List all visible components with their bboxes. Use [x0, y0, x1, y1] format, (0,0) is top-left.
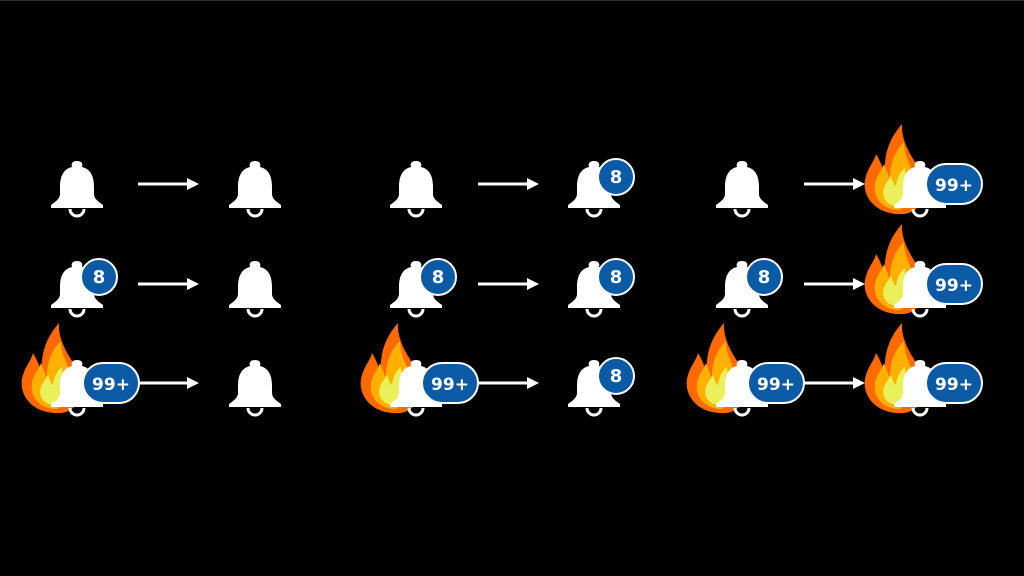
bell-icon: [229, 360, 281, 417]
to-bell: 99+: [864, 124, 983, 218]
panel-1: 8 99+: [21, 161, 281, 417]
right-arrow-icon: [478, 178, 539, 190]
to-bell: 8: [568, 357, 635, 417]
to-bell: 8: [568, 158, 635, 218]
transition-row: 8: [390, 158, 635, 218]
badge-count-label: 99+: [935, 276, 973, 296]
to-bell: [229, 261, 281, 318]
count-badge: 99+: [421, 362, 479, 404]
transition-row: 99+ 8: [360, 323, 635, 417]
badge-count-label: 8: [610, 167, 623, 188]
bell-icon: [894, 261, 946, 318]
badge-count-label: 8: [432, 267, 445, 288]
right-arrow-icon: [138, 178, 199, 190]
bell-icon: [894, 360, 946, 417]
count-badge: 8: [80, 258, 118, 296]
badge-background: [80, 258, 118, 296]
right-arrow-icon: [804, 278, 865, 290]
count-badge: 99+: [925, 163, 983, 205]
from-bell: [51, 161, 103, 218]
badge-count-label: 8: [758, 267, 771, 288]
badge-count-label: 8: [610, 267, 623, 288]
bell-icon: [568, 161, 620, 218]
count-badge: 99+: [925, 362, 983, 404]
badge-background: [925, 263, 983, 305]
count-badge: 8: [745, 258, 783, 296]
transition-row: 99+: [716, 124, 983, 218]
bell-icon: [716, 261, 768, 318]
from-bell: 8: [716, 258, 783, 318]
right-arrow-icon: [138, 278, 199, 290]
to-bell: [229, 161, 281, 218]
bell-icon: [390, 261, 442, 318]
badge-count-label: 99+: [92, 375, 130, 395]
count-badge: 8: [597, 357, 635, 395]
bell-icon: [51, 360, 103, 417]
right-arrow-icon: [804, 178, 865, 190]
transition-row: 8: [51, 258, 281, 318]
to-bell: 8: [568, 258, 635, 318]
badge-count-label: 8: [610, 366, 623, 387]
badge-count-label: 99+: [757, 375, 795, 395]
to-bell: [229, 360, 281, 417]
badge-count-label: 99+: [431, 375, 469, 395]
transition-row: 99+: [21, 323, 281, 417]
from-bell: [390, 161, 442, 218]
transition-row: [51, 161, 281, 218]
from-bell: [716, 161, 768, 218]
bell-icon: [229, 161, 281, 218]
badge-background: [597, 357, 635, 395]
to-bell: 99+: [864, 224, 983, 318]
badge-background: [925, 163, 983, 205]
badge-background: [597, 258, 635, 296]
from-bell: 8: [390, 258, 457, 318]
right-arrow-icon: [804, 377, 865, 389]
count-badge: 8: [597, 258, 635, 296]
top-border-line: [0, 0, 1024, 1]
bell-icon: [568, 261, 620, 318]
bell-icon: [51, 161, 103, 218]
bell-icon: [229, 261, 281, 318]
bell-icon: [390, 161, 442, 218]
badge-count-label: 99+: [935, 375, 973, 395]
bell-icon: [716, 161, 768, 218]
count-badge: 8: [597, 158, 635, 196]
count-badge: 99+: [747, 362, 805, 404]
from-bell: 99+: [686, 323, 805, 417]
badge-background: [925, 362, 983, 404]
count-badge: 99+: [925, 263, 983, 305]
badge-count-label: 99+: [935, 176, 973, 196]
to-bell: 99+: [864, 323, 983, 417]
bell-icon: [716, 360, 768, 417]
badge-background: [745, 258, 783, 296]
bell-icon: [894, 161, 946, 218]
bell-icon: [51, 261, 103, 318]
bell-icon: [390, 360, 442, 417]
count-badge: 8: [419, 258, 457, 296]
count-badge: 99+: [82, 362, 140, 404]
badge-background: [597, 158, 635, 196]
transition-row: 99+ 99+: [686, 323, 983, 417]
right-arrow-icon: [478, 278, 539, 290]
from-bell: 99+: [360, 323, 479, 417]
panel-3: 99+ 8 99+ 99+ 99+: [686, 124, 983, 417]
transition-row: 8 99+: [716, 224, 983, 318]
from-bell: 8: [51, 258, 118, 318]
from-bell: 99+: [21, 323, 140, 417]
badge-background: [419, 258, 457, 296]
badge-count-label: 8: [93, 267, 106, 288]
right-arrow-icon: [478, 377, 539, 389]
right-arrow-icon: [138, 377, 199, 389]
bell-icon: [568, 360, 620, 417]
